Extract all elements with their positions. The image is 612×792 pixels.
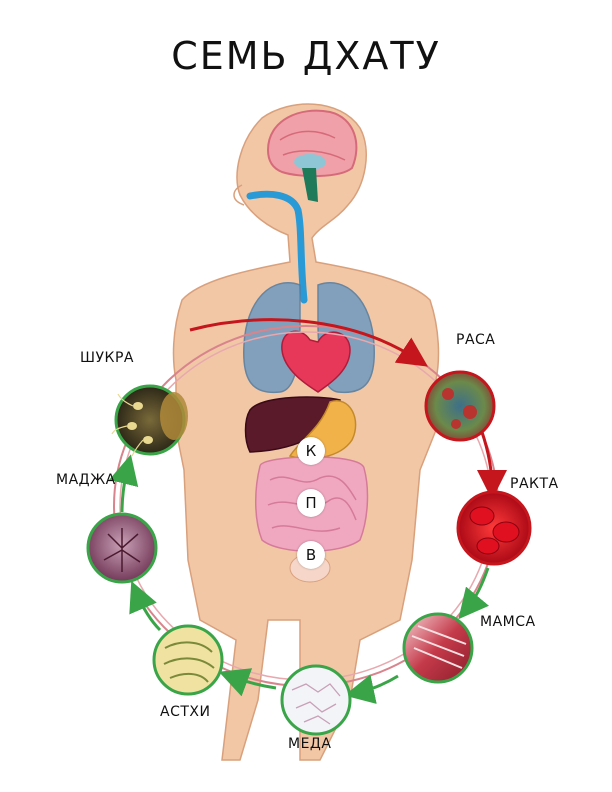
- heart-illustration: [281, 330, 351, 393]
- organ-marker-v: В: [297, 541, 325, 569]
- circle-mamsa: [402, 612, 474, 684]
- circle-majja: [86, 512, 158, 584]
- red-arrows: [189, 318, 507, 500]
- label-mamsa: МАМСА: [480, 614, 536, 630]
- circle-shukra: [111, 384, 188, 457]
- label-rakta: РАКТА: [510, 476, 559, 492]
- circle-rasa: [424, 370, 496, 442]
- green-arrows: [109, 454, 490, 704]
- brain-illustration: [266, 109, 358, 202]
- organ-marker-k: К: [297, 437, 325, 465]
- label-meda: МЕДА: [288, 736, 332, 752]
- organ-marker-p: П: [297, 489, 325, 517]
- label-shukra: ШУКРА: [80, 350, 134, 366]
- airway-trachea: [246, 190, 308, 304]
- page-title: СЕМЬ ДХАТУ: [171, 34, 441, 78]
- label-asthi: АСТХИ: [160, 704, 211, 720]
- circle-meda: [280, 664, 352, 736]
- label-rasa: РАСА: [456, 332, 496, 348]
- circle-rakta: [456, 490, 532, 566]
- circle-asthi: [152, 624, 224, 696]
- label-majja: МАДЖА: [56, 472, 116, 488]
